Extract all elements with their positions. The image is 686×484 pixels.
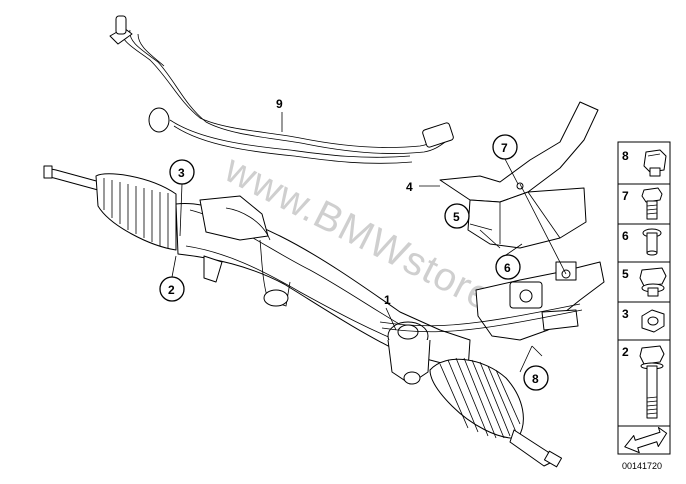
legend-item-8: 8 — [617, 141, 671, 185]
callout-9-label: 9 — [276, 97, 283, 111]
part-1-label: 1 — [384, 293, 391, 307]
legend-item-3: 3 — [617, 301, 671, 341]
legend-item-2: 2 — [617, 339, 671, 427]
callout-9: 9 — [276, 97, 283, 111]
long-bolt-icon — [639, 345, 665, 419]
hex-nut-icon — [641, 309, 665, 333]
part-4-label: 4 — [406, 180, 413, 194]
legend-item-7-label: 7 — [622, 189, 629, 203]
legend-item-6-label: 6 — [622, 229, 629, 243]
legend-item-2-label: 2 — [622, 345, 629, 359]
callout-7-label: 7 — [501, 141, 508, 155]
diagram-id: 00141720 — [622, 461, 662, 471]
callout-8-label: 8 — [532, 372, 539, 386]
callout-2: 2 — [159, 276, 185, 302]
legend-item-8-label: 8 — [622, 149, 629, 163]
heat-shield — [439, 101, 599, 249]
callout-8: 8 — [523, 365, 549, 391]
cap-nut-icon — [643, 149, 667, 177]
steering-rack — [43, 165, 605, 468]
callout-2-label: 2 — [168, 283, 175, 297]
bolt-icon — [641, 187, 663, 220]
hose-line-assembly — [109, 15, 454, 164]
callout-5: 5 — [444, 203, 470, 229]
callout-7: 7 — [492, 134, 518, 160]
legend-item-7: 7 — [617, 183, 671, 225]
collar-nut-icon — [639, 267, 667, 297]
callout-5-label: 5 — [453, 210, 460, 224]
legend-item-5-label: 5 — [622, 267, 629, 281]
legend-item-3-label: 3 — [622, 307, 629, 321]
callout-3: 3 — [169, 159, 195, 185]
legend-item-6: 6 — [617, 223, 671, 263]
callout-6: 6 — [495, 254, 521, 280]
callout-3-label: 3 — [178, 166, 185, 180]
callout-6-label: 6 — [504, 261, 511, 275]
direction-arrow-icon — [617, 425, 671, 455]
legend-item-5: 5 — [617, 261, 671, 303]
pin-bolt-icon — [642, 228, 662, 256]
parts-legend: 8 7 6 — [617, 141, 671, 471]
